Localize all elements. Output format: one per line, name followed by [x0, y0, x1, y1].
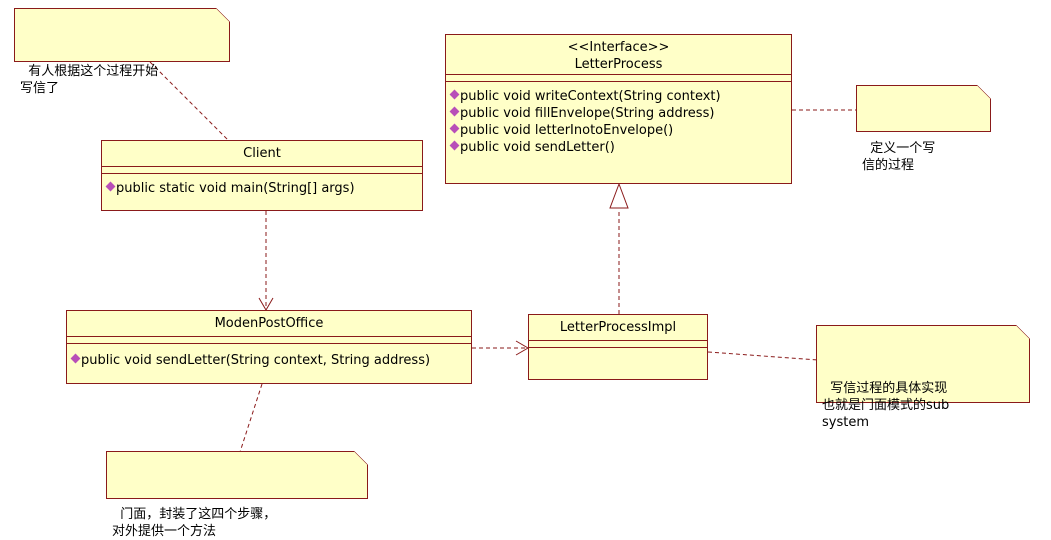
- public-operation-icon: [449, 106, 460, 117]
- client-note: 有人根据这个过程开始 写信了: [14, 8, 230, 96]
- attributes-compartment: [446, 75, 791, 82]
- facade-note: 门面，封装了这四个步骤， 对外提供一个方法: [106, 451, 368, 539]
- class-header: ModenPostOffice: [67, 311, 471, 337]
- attributes-compartment: [67, 337, 471, 344]
- operation: public static void main(String[] args): [105, 180, 416, 197]
- operation: public void fillEnvelope(String address): [449, 105, 785, 122]
- facade-note-anchor: [239, 383, 263, 453]
- client-class[interactable]: Client public static void main(String[] …: [101, 140, 423, 211]
- class-header: Client: [102, 141, 422, 167]
- note-fold-line: [216, 8, 230, 22]
- class-name: Client: [243, 146, 281, 161]
- operation: public void writeContext(String context): [449, 88, 785, 105]
- public-operation-icon: [70, 353, 81, 364]
- impl-note: 写信过程的具体实现 也就是门面模式的sub system: [816, 325, 1030, 430]
- attributes-compartment: [529, 341, 707, 348]
- impl-note-text: 写信过程的具体实现 也就是门面模式的sub system: [822, 381, 950, 430]
- operations-compartment: public void writeContext(String context)…: [446, 82, 791, 159]
- class-header: <<Interface>> LetterProcess: [446, 35, 791, 75]
- moden-post-office-class[interactable]: ModenPostOffice public void sendLetter(S…: [66, 310, 472, 384]
- impl-note-anchor: [707, 351, 819, 361]
- class-header: LetterProcessImpl: [529, 315, 707, 341]
- public-operation-icon: [449, 140, 460, 151]
- operation: public void sendLetter(): [449, 139, 785, 156]
- realization-arrowhead: [609, 182, 629, 209]
- process-note-text: 定义一个写 信的过程: [862, 141, 936, 173]
- public-operation-icon: [449, 89, 460, 100]
- attributes-compartment: [102, 167, 422, 174]
- process-note: 定义一个写 信的过程: [856, 85, 991, 173]
- note-fold-line: [1016, 325, 1030, 339]
- letter-process-interface[interactable]: <<Interface>> LetterProcess public void …: [445, 34, 792, 184]
- letter-process-impl-class[interactable]: LetterProcessImpl: [528, 314, 708, 380]
- diagram-connectors: [149, 61, 858, 453]
- operation: public void sendLetter(String context, S…: [70, 352, 465, 369]
- class-name: LetterProcessImpl: [559, 320, 677, 335]
- public-operation-icon: [449, 123, 460, 134]
- operations-compartment: public static void main(String[] args): [102, 174, 422, 200]
- interface-stereotype: <<Interface>>: [567, 40, 670, 55]
- operations-compartment: public void sendLetter(String context, S…: [67, 344, 471, 372]
- class-name: ModenPostOffice: [214, 316, 324, 331]
- class-name: LetterProcess: [574, 57, 663, 72]
- public-operation-icon: [105, 181, 116, 192]
- client-note-text: 有人根据这个过程开始 写信了: [20, 64, 159, 96]
- note-fold-line: [977, 85, 991, 99]
- client-note-anchor: [149, 61, 229, 141]
- operation: public void letterInotoEnvelope(): [449, 122, 785, 139]
- note-fold-line: [354, 451, 368, 465]
